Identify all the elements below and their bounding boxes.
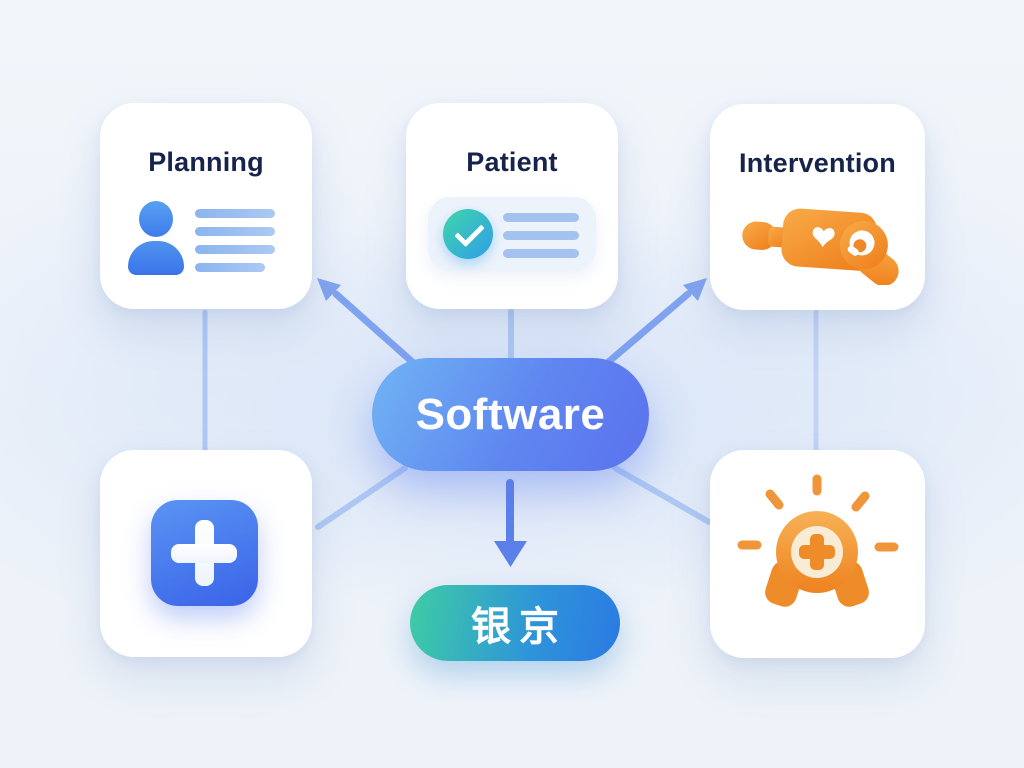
software-node: Software xyxy=(372,358,649,471)
arrowhead-intervention-icon xyxy=(683,278,707,301)
arrowhead-down-icon xyxy=(494,541,527,567)
brand-node: 银京 xyxy=(410,585,620,661)
shining-medal-icon xyxy=(737,474,899,607)
brand-label: 银京 xyxy=(471,605,567,649)
arrowhead-planning-icon xyxy=(317,278,341,301)
hand-holding-heart-card-icon xyxy=(742,208,899,285)
connector-software-plus xyxy=(315,465,408,530)
medical-plus-card xyxy=(100,450,312,657)
text-lines-icon xyxy=(503,213,579,267)
user-profile-icon xyxy=(128,201,184,275)
sun-rays-icon xyxy=(737,474,899,552)
plus-horizontal-bar xyxy=(171,544,237,563)
connector-software-badge xyxy=(612,465,712,525)
intervention-title: Intervention xyxy=(739,148,896,178)
patient-title: Patient xyxy=(466,147,558,177)
checklist-panel xyxy=(428,197,596,271)
user-body-shape xyxy=(128,241,184,275)
medical-plus-icon xyxy=(151,500,258,606)
software-label: Software xyxy=(415,389,606,439)
planning-title: Planning xyxy=(148,147,264,177)
planning-card: Planning xyxy=(100,103,312,309)
user-head-shape xyxy=(139,201,173,237)
award-badge-card xyxy=(710,450,925,658)
intervention-card: Intervention xyxy=(710,104,925,310)
checkmark-circle-icon xyxy=(443,209,493,259)
patient-card: Patient xyxy=(406,103,618,309)
checkmark-icon xyxy=(454,216,485,248)
text-lines-icon xyxy=(195,209,275,281)
